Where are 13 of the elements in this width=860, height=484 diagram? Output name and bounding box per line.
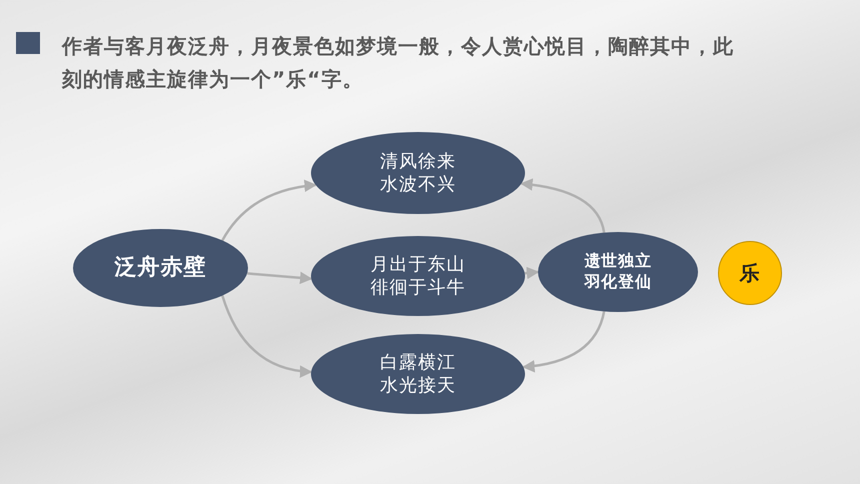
arrow: [522, 311, 606, 372]
arrow: [520, 178, 606, 233]
ellipse-node: 月出于东山徘徊于斗牛: [311, 236, 525, 316]
ellipse-node: 清风徐来水波不兴: [311, 132, 525, 214]
arrow: [247, 272, 312, 284]
circle-node: 乐: [718, 241, 782, 305]
arrow: [221, 180, 317, 242]
arrow: [524, 266, 540, 280]
heading-text: 作者与客月夜泛舟，月夜景色如梦境一般，令人赏心悦目，陶醉其中，此刻的情感主旋律为一个”乐“字。: [62, 33, 734, 93]
arrow: [221, 295, 312, 378]
ellipse-node: 白露横江水光接天: [311, 334, 525, 414]
ellipse-node: 遗世独立羽化登仙: [538, 232, 698, 312]
ellipse-node: 泛舟赤壁: [73, 229, 248, 307]
